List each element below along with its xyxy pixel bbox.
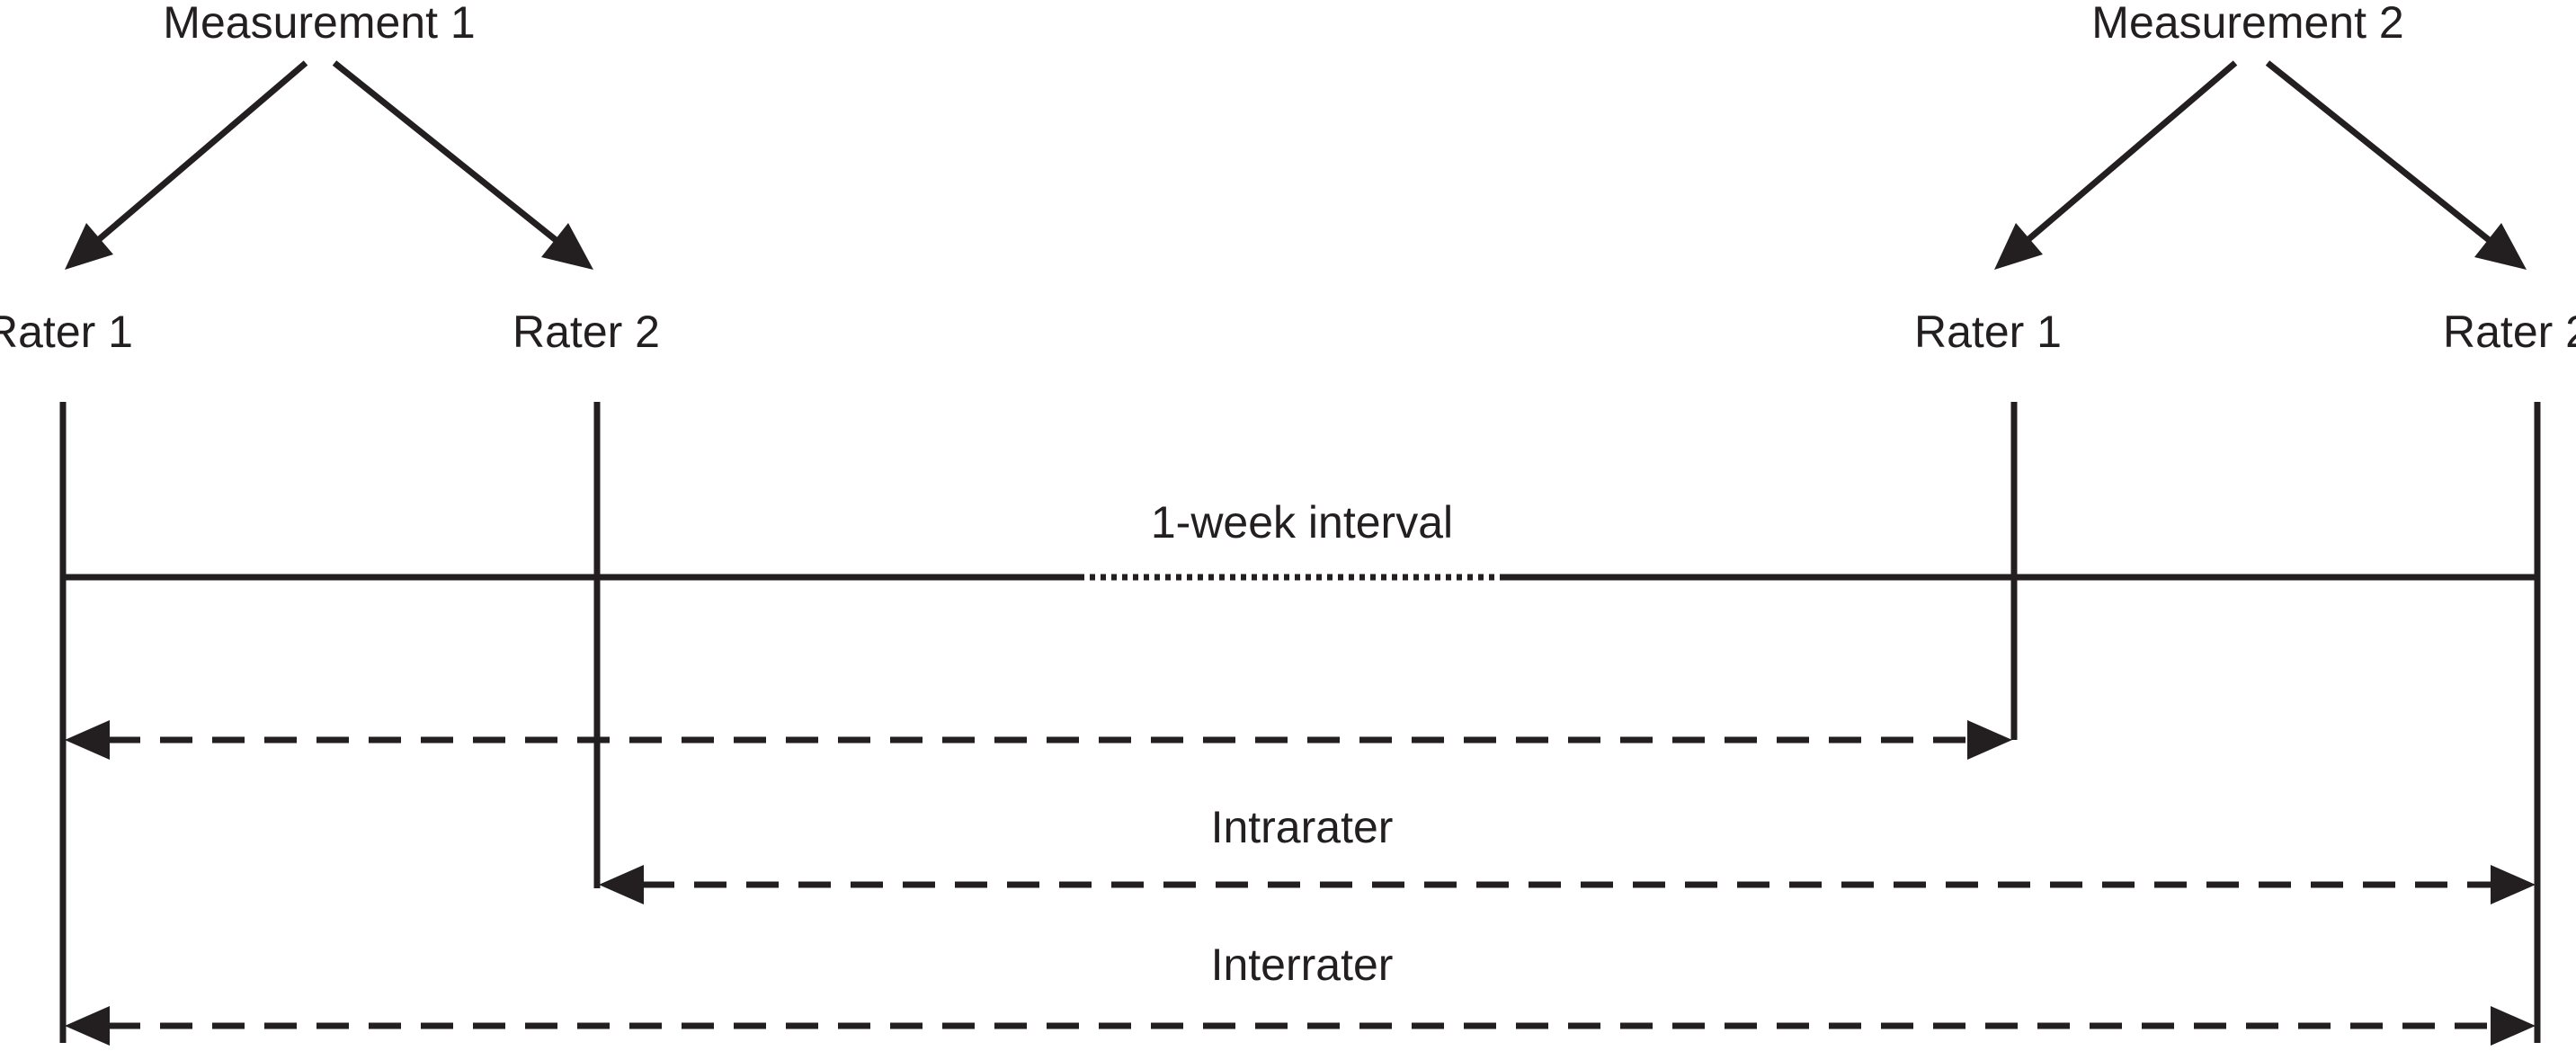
measurement-2-rater-2-label: Rater 2 (2443, 307, 2576, 357)
measurement-2-to-rater-2-arrow (2265, 60, 2527, 270)
interrater-label: Interrater (1211, 940, 1394, 990)
measurement-2-rater-1-label: Rater 1 (1914, 307, 2062, 357)
measurement-2-label: Measurement 2 (2091, 0, 2403, 48)
intrarater-label: Intrarater (1211, 802, 1394, 852)
measurement-1-to-rater-1-arrow (65, 60, 308, 270)
measurement-1-rater-1-label: Rater 1 (0, 307, 133, 357)
rater-1-comparison-arrow (65, 720, 2012, 760)
measurement-1-rater-2-label: Rater 2 (513, 307, 660, 357)
interrater-arrow (65, 1006, 2536, 1046)
measurement-1-to-rater-2-arrow (332, 60, 593, 270)
measurement-2-to-rater-1-arrow (1994, 60, 2238, 270)
measurement-1-label: Measurement 1 (163, 0, 475, 48)
intrarater-arrow (599, 865, 2536, 904)
interval-label: 1-week interval (1151, 497, 1453, 548)
